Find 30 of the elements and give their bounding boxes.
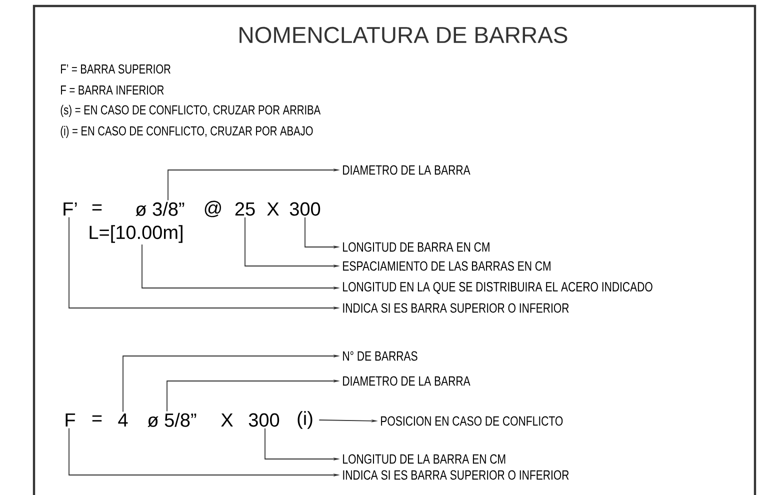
formula-symbol: @: [204, 200, 221, 218]
formula-symbol: =: [92, 415, 102, 422]
definition-text: (s) = EN CASO DE CONFLICTO, CRUZAR POR ARRIBA: [60, 104, 321, 118]
formula-part: (i): [298, 411, 312, 429]
formula-part: 4: [118, 413, 128, 427]
formula-part: F’: [64, 202, 77, 216]
explanation-text: INDICA SI ES BARRA SUPERIOR O INFERIOR: [343, 303, 569, 313]
formula-part: L=[10.00m]: [90, 225, 182, 243]
formula-symbol: X: [267, 202, 279, 216]
formula-part: 300: [248, 413, 280, 427]
formula-part: ø 5/8”: [148, 412, 196, 428]
title: NOMENCLATURA DE BARRAS: [240, 26, 568, 44]
formula-part: 300: [290, 202, 320, 216]
formula-part: ø 3/8”: [136, 202, 184, 216]
explanation-text: POSICION EN CASO DE CONFLICTO: [381, 416, 563, 426]
explanation-text: DIAMETRO DE LA BARRA: [343, 376, 470, 386]
formula-part: 25: [235, 202, 255, 216]
definition-text: (i) = EN CASO DE CONFLICTO, CRUZAR POR ABAJO: [60, 126, 313, 138]
explanation-text: LONGITUD EN LA QUE SE DISTRIBUIRA EL ACERO INDICADO: [343, 282, 652, 294]
definition-text: F = BARRA INFERIOR: [61, 85, 164, 95]
explanation-text: DIAMETRO DE LA BARRA: [343, 165, 470, 175]
explanation-text: LONGITUD DE BARRA EN CM: [343, 242, 490, 252]
definition-text: F’ = BARRA SUPERIOR: [61, 64, 170, 74]
formula-symbol: =: [92, 204, 102, 210]
formula-symbol: X: [221, 413, 233, 427]
explanation-text: LONGITUD DE LA BARRA EN CM: [343, 454, 506, 464]
formula-part: F: [66, 413, 76, 427]
explanation-text: INDICA SI ES BARRA SUPERIOR O INFERIOR: [343, 470, 569, 480]
explanation-text: ESPACIAMIENTO DE LAS BARRAS EN CM: [343, 261, 550, 271]
explanation-text: N° DE BARRAS: [343, 351, 418, 361]
